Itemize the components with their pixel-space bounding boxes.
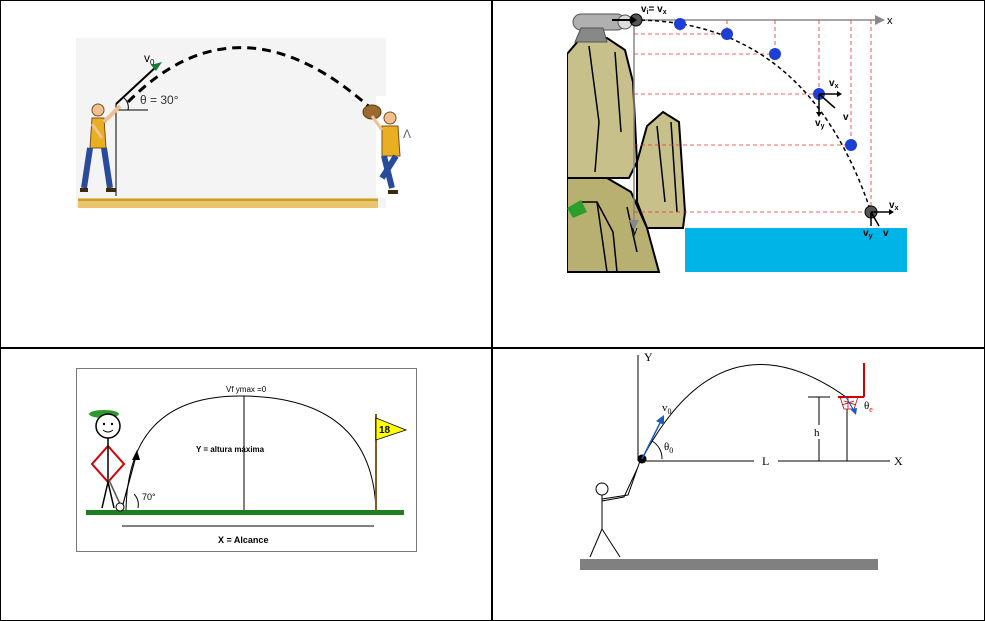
grid-vertical-divider xyxy=(491,0,493,621)
y-axis-label: y xyxy=(632,225,638,237)
v-label: v xyxy=(843,112,849,123)
panel1-background xyxy=(76,38,386,208)
x-axis-label: x xyxy=(887,15,893,27)
top-label: Vf ymax =0 xyxy=(226,385,267,394)
sea xyxy=(685,228,907,272)
grass xyxy=(86,510,404,515)
range-label: X = Alcance xyxy=(218,535,268,545)
y-axis-label: Y xyxy=(644,350,653,364)
panel-football-throw: v0 θ = 30° Λ xyxy=(76,38,421,210)
angle-label: θ = 30° xyxy=(140,93,179,107)
panel-basketball-shot: Y X L v0 θ0 h θe xyxy=(568,349,908,571)
angle-label: 70° xyxy=(142,492,156,502)
x-axis-label: X xyxy=(894,454,903,468)
h-label: h xyxy=(814,427,820,439)
ground xyxy=(580,559,878,570)
panel-cannon-cliff: x y vi= vx vx vy v xyxy=(567,2,909,274)
flag-number: 18 xyxy=(379,425,391,436)
v-landing-label: v xyxy=(883,228,889,239)
catcher-mark: Λ xyxy=(403,127,411,141)
panel-golf-shot: Vf ymax =0 Y = altura máxima 70° 18 X = … xyxy=(76,368,418,554)
height-label: Y = altura máxima xyxy=(196,445,265,454)
l-label: L xyxy=(762,454,769,468)
